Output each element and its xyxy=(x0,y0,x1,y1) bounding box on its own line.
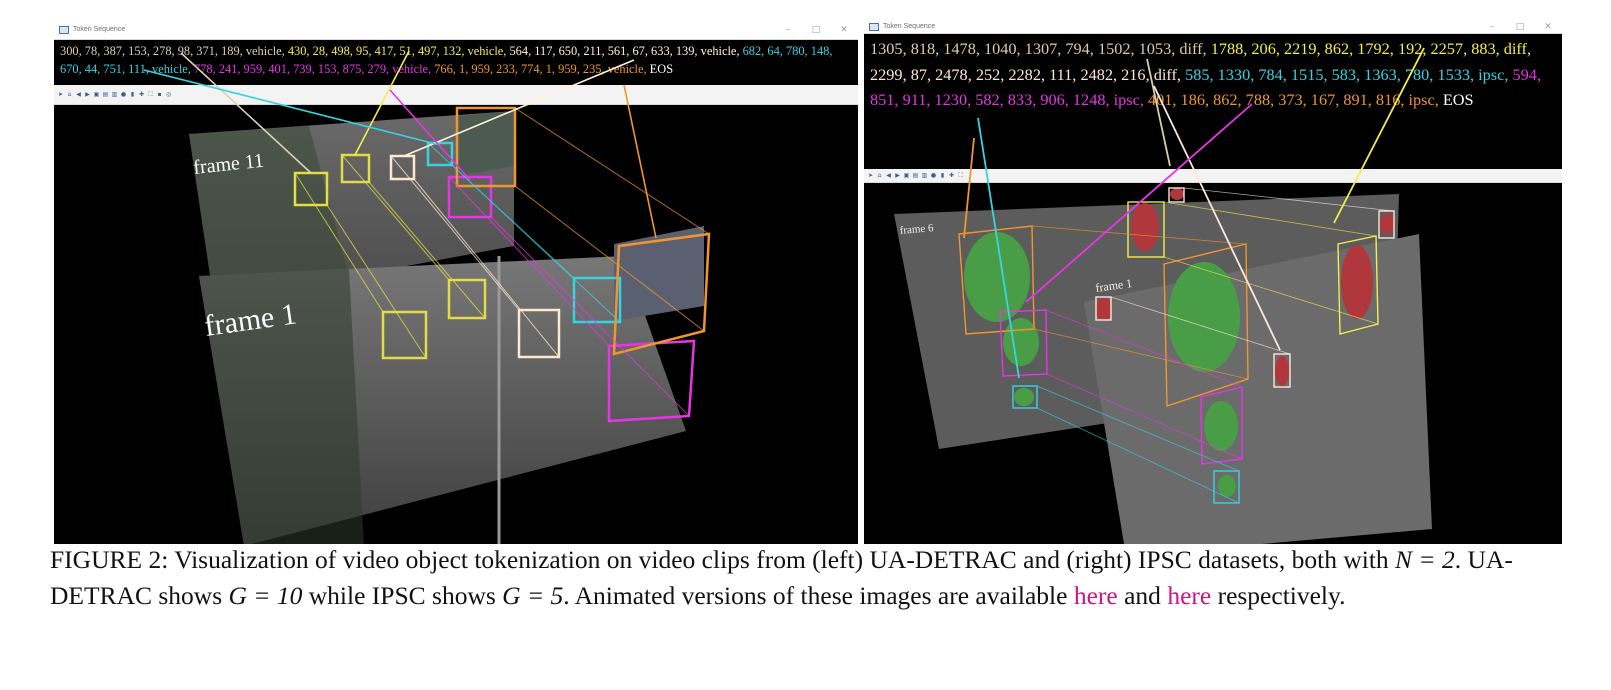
bbox-diff-cream-2 xyxy=(1273,353,1291,388)
left-token-group: 766, 1, 959, 233, 774, 1, 959, 235, vehi… xyxy=(434,61,650,76)
diff-region-1 xyxy=(1131,203,1159,251)
forward-icon[interactable]: ▶ xyxy=(895,172,900,179)
back-icon[interactable]: ◀ xyxy=(76,91,81,98)
axes-icon[interactable]: ▮ xyxy=(130,91,135,98)
back-icon[interactable]: ◀ xyxy=(886,172,891,179)
frame-label-6: frame 6 xyxy=(899,222,934,237)
right-window-title: Token Sequence xyxy=(883,23,936,30)
subplot-icon[interactable]: ● xyxy=(930,172,937,179)
move-icon[interactable]: ✚ xyxy=(138,91,145,98)
caption-mid1: . UA-DETRAC shows xyxy=(50,545,1513,610)
configure-icon[interactable]: ▤ xyxy=(912,172,919,179)
bbox-frame1-vehicle-1 xyxy=(381,310,428,360)
minimize-icon[interactable]: – xyxy=(1489,21,1495,32)
maximize-icon[interactable]: □ xyxy=(1515,21,1525,32)
right-visualization-window: Token Sequence – □ ✕ 1305, 818, 1478, 10… xyxy=(864,20,1562,544)
right-scene-svg: frame 6 frame 1 xyxy=(894,187,1432,544)
configure-icon[interactable]: ▤ xyxy=(102,91,109,98)
right-token-group: 1788, 206, 2219, 862, 1792, 192, 2257, 8… xyxy=(1210,39,1532,58)
forward-icon[interactable]: ▶ xyxy=(85,91,90,98)
right-token-group: 1305, 818, 1478, 1040, 1307, 794, 1502, … xyxy=(870,39,1211,58)
cell-colony-6 xyxy=(1218,475,1236,497)
bbox-ipsc-cyan-1 xyxy=(1012,385,1038,409)
cell-colony-4 xyxy=(1168,262,1240,372)
diff-region-2 xyxy=(1341,245,1373,319)
info-icon[interactable]: ◎ xyxy=(165,91,172,98)
diff-region-4 xyxy=(1275,356,1289,386)
left-scene-svg: frame 11 frame 1 xyxy=(189,106,711,544)
left-window-title: Token Sequence xyxy=(73,26,126,33)
caption-suffix: respectively. xyxy=(1211,581,1346,610)
diff-region-6 xyxy=(1170,188,1184,200)
right-token-group: 401, 186, 862, 788, 373, 167, 891, 816, … xyxy=(1147,90,1443,109)
caption-g1: G = 10 xyxy=(228,581,303,610)
home-icon[interactable]: ⌂ xyxy=(67,91,72,98)
right-3d-scene: frame 6 frame 1 xyxy=(864,184,1562,544)
caption-n-eq: N = 2 xyxy=(1395,545,1455,574)
caption-mid4: and xyxy=(1117,581,1168,610)
bbox-frame1-vehicle-3 xyxy=(517,308,561,359)
bbox-frame1-vehicle-2 xyxy=(447,278,487,320)
save-icon[interactable]: ▥ xyxy=(921,172,928,179)
right-token-sequence: 1305, 818, 1478, 1040, 1307, 794, 1502, … xyxy=(864,35,1562,163)
minimize-icon[interactable]: – xyxy=(785,24,791,35)
left-token-sequence: 300, 78, 387, 153, 278, 98, 371, 189, ve… xyxy=(54,41,858,85)
caption-g2: G = 5 xyxy=(502,581,564,610)
left-window-titlebar: Token Sequence – □ ✕ xyxy=(54,20,858,40)
axes-icon[interactable]: ▮ xyxy=(940,172,945,179)
maximize-icon[interactable]: □ xyxy=(811,24,821,35)
right-token-group: EOS xyxy=(1442,90,1474,109)
caption-mid3: . Animated versions of these images are … xyxy=(563,581,1074,610)
fit-icon[interactable]: ⛶ xyxy=(148,91,153,98)
zoom-icon[interactable]: ▣ xyxy=(93,91,100,98)
animation-link-right[interactable]: here xyxy=(1167,581,1212,610)
close-icon[interactable]: ✕ xyxy=(1544,21,1552,32)
figure-caption: FIGURE 2: Visualization of video object … xyxy=(50,542,1572,614)
fit-icon[interactable]: ⛶ xyxy=(958,172,963,179)
right-token-group: 585, 1330, 784, 1515, 583, 1363, 780, 15… xyxy=(1185,64,1513,84)
animation-link-left[interactable]: here xyxy=(1073,581,1118,610)
home-icon[interactable]: ⌂ xyxy=(877,172,882,179)
move-icon[interactable]: ✚ xyxy=(948,172,955,179)
left-plot-toolbar: ➤ ⌂ ◀ ▶ ▣ ▤ ▥ ● ▮ ✚ ⛶ ▪ ◎ xyxy=(54,85,858,105)
caption-mid2: while IPSC shows xyxy=(302,581,503,610)
caption-prefix: FIGURE 2: Visualization of video object … xyxy=(50,545,1396,574)
diff-region-3 xyxy=(1096,297,1112,321)
zoom-icon[interactable]: ▣ xyxy=(903,172,910,179)
right-token-group: 2299, 87, 2478, 252, 2282, 111, 2482, 21… xyxy=(870,64,1186,84)
left-3d-scene: frame 11 frame 1 xyxy=(54,106,858,544)
disk-icon[interactable]: ▪ xyxy=(157,91,162,98)
right-window-titlebar: Token Sequence – □ ✕ xyxy=(864,20,1562,34)
subplot-icon[interactable]: ● xyxy=(120,91,127,98)
left-token-group: 430, 28, 498, 95, 417, 51, 497, 132, veh… xyxy=(287,44,510,58)
bbox-ipsc-cyan-2 xyxy=(1213,470,1240,504)
left-token-group: 778, 241, 959, 401, 739, 153, 875, 279, … xyxy=(193,61,435,76)
pan-icon[interactable]: ➤ xyxy=(57,91,64,98)
right-plot-toolbar: ➤ ⌂ ◀ ▶ ▣ ▤ ▥ ● ▮ ✚ ⛶ xyxy=(864,169,1562,183)
diff-region-5 xyxy=(1380,214,1394,234)
left-visualization-window: Token Sequence – □ ✕ 300, 78, 387, 153, … xyxy=(54,20,858,544)
cell-colony-3 xyxy=(1014,388,1034,406)
app-window-icon xyxy=(59,25,69,34)
save-icon[interactable]: ▥ xyxy=(111,91,118,98)
pan-icon[interactable]: ➤ xyxy=(867,172,874,179)
left-token-group: 300, 78, 387, 153, 278, 98, 371, 189, ve… xyxy=(60,44,288,58)
close-icon[interactable]: ✕ xyxy=(840,24,848,35)
cell-colony-5 xyxy=(1204,401,1238,451)
left-token-group: 564, 117, 650, 211, 561, 67, 633, 139, v… xyxy=(509,44,743,58)
left-token-group: EOS xyxy=(649,61,674,76)
cell-colony-1 xyxy=(964,232,1030,322)
app-window-icon xyxy=(869,22,879,31)
